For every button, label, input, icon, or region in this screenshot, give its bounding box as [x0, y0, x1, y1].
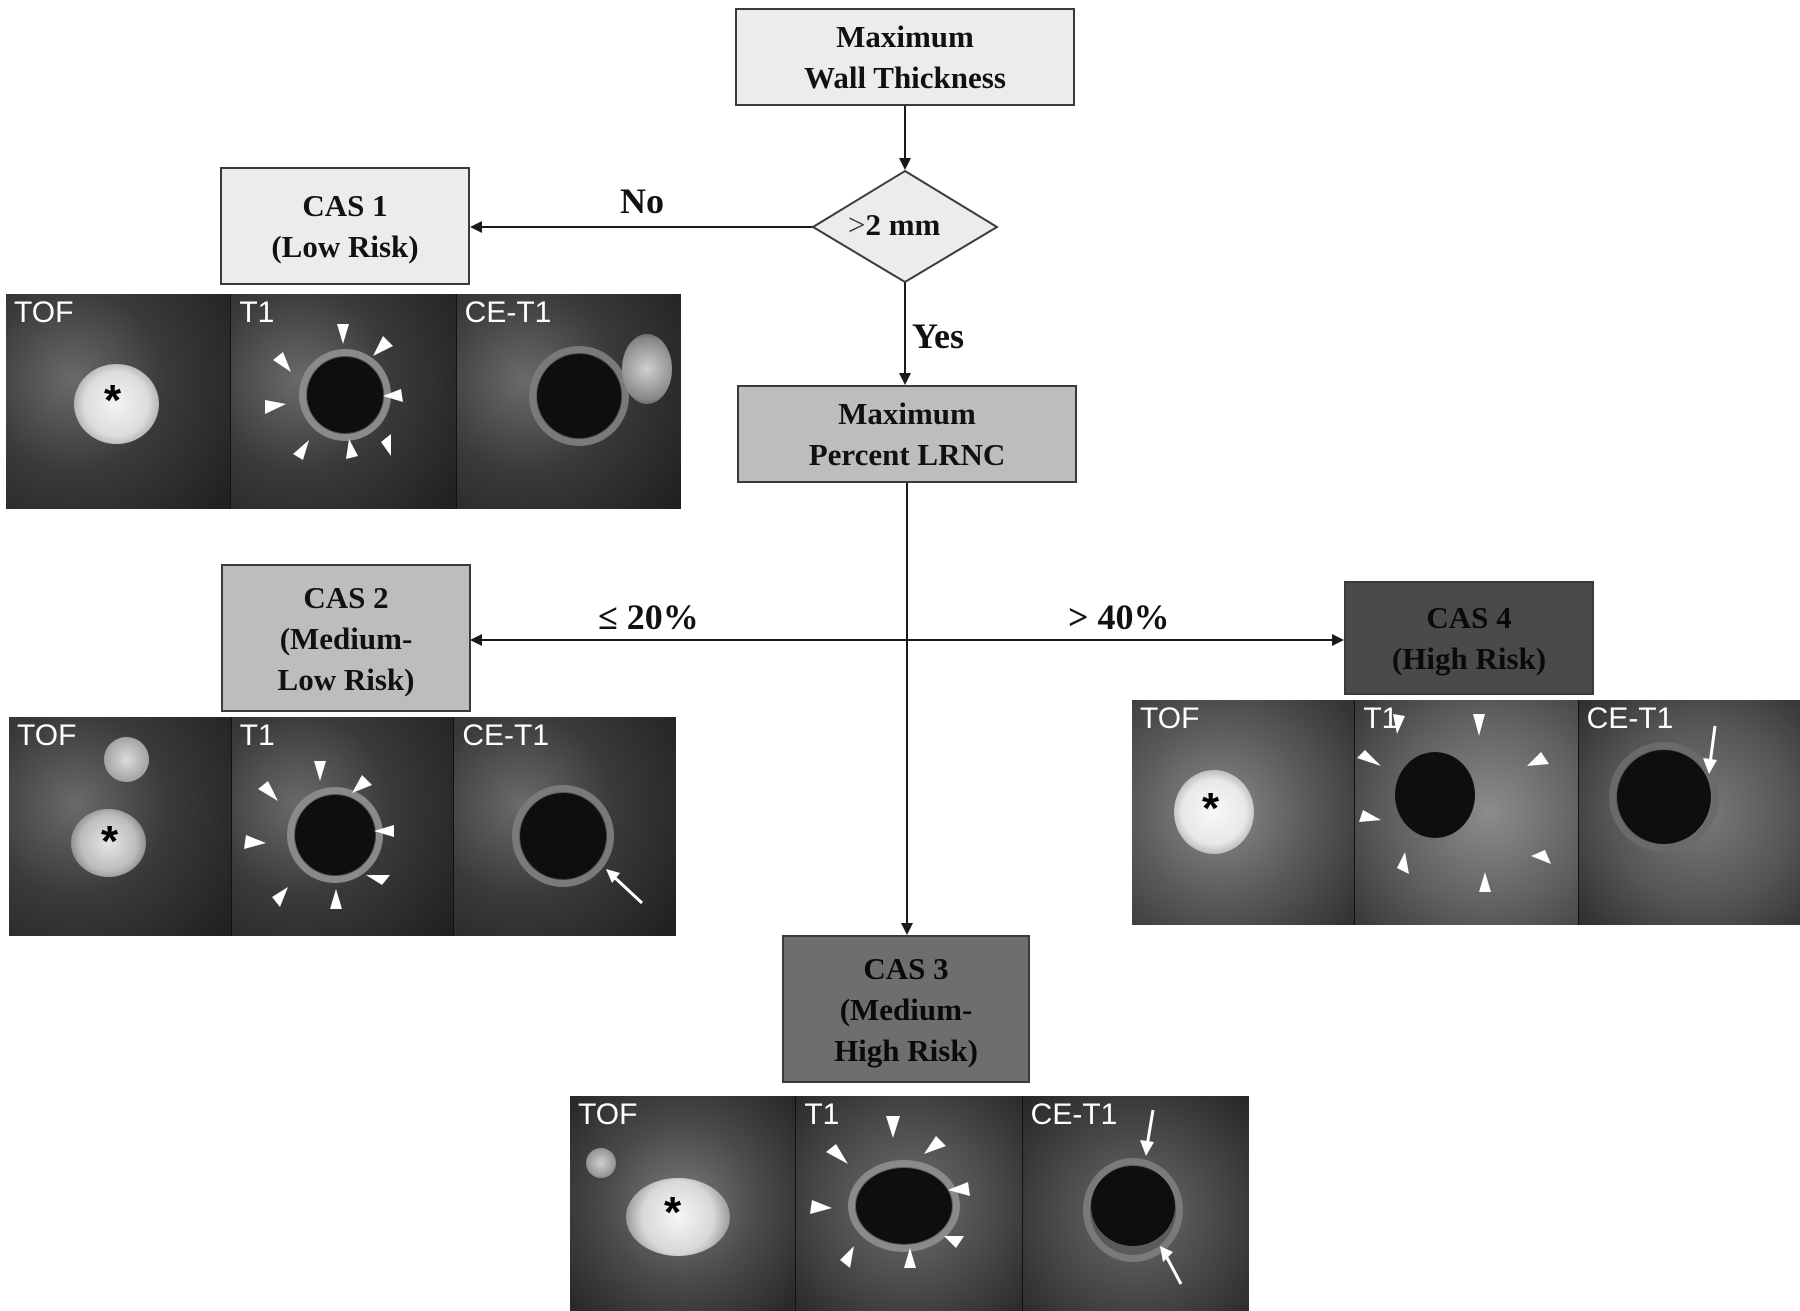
vessel-lumen — [1616, 750, 1711, 844]
vessel-wall — [528, 346, 629, 446]
mri-panel-t1: T1 — [1354, 700, 1578, 925]
node-text: (Low Risk) — [271, 229, 419, 264]
node-text: High Risk) — [834, 1032, 978, 1068]
panel-label-t1: T1 — [239, 296, 275, 329]
edge-label-yes: Yes — [912, 316, 964, 356]
vessel-lumen — [1395, 752, 1476, 838]
mri-panel-ce-t1: CE-T1 — [453, 717, 677, 936]
node-text: CAS 3 — [863, 950, 949, 986]
node-text: (Medium- — [839, 991, 973, 1027]
arrowhead-markers — [810, 1116, 971, 1268]
bright-vessel — [104, 737, 149, 782]
panel-label-ce-t1: CE-T1 — [1030, 1098, 1118, 1131]
mri-strip-cas4: TOF * T1 CE-T1 — [1132, 700, 1800, 925]
vessel-wall — [286, 787, 383, 883]
panel-label-tof: TOF — [17, 719, 77, 752]
node-text: (High Risk) — [1391, 641, 1547, 676]
bright-vessel — [621, 334, 672, 404]
arrow-markers — [1702, 725, 1717, 774]
node-text: Percent LRNC — [808, 437, 1006, 472]
vessel-lumen — [536, 354, 621, 438]
asterisk-marker: * — [101, 817, 119, 866]
vessel-wall — [848, 1160, 961, 1252]
node-cas1: CAS 1 (Low Risk) — [220, 167, 470, 285]
asterisk-marker: * — [1202, 784, 1220, 833]
mri-panel-t1: T1 — [230, 294, 456, 509]
vessel-wall — [1608, 742, 1719, 852]
panel-label-ce-t1: CE-T1 — [462, 719, 550, 752]
arrowhead-markers — [243, 761, 394, 909]
mri-panel-ce-t1: CE-T1 — [455, 294, 681, 509]
mri-panel-ce-t1: CE-T1 — [1021, 1096, 1249, 1311]
decision-label: >2 mm — [848, 207, 940, 243]
arrowhead-markers — [265, 324, 404, 460]
mri-panel-tof: TOF * — [9, 717, 231, 936]
asterisk-marker: * — [104, 376, 122, 425]
node-text: Low Risk) — [277, 661, 415, 697]
node-text: (Medium- — [279, 620, 413, 656]
mri-strip-cas3: TOF * T1 CE-T1 — [570, 1096, 1249, 1311]
panel-label-t1: T1 — [239, 719, 275, 752]
mri-panel-tof: TOF * — [570, 1096, 796, 1311]
panel-label-ce-t1: CE-T1 — [1586, 702, 1674, 735]
node-max-percent-lrnc: Maximum Percent LRNC — [737, 385, 1077, 483]
node-text: CAS 1 — [302, 188, 388, 223]
panel-label-tof: TOF — [1140, 702, 1200, 735]
vessel-wall — [512, 785, 615, 887]
mri-strip-cas1: TOF * T1 CE-T1 — [6, 294, 681, 509]
decision-diamond — [811, 169, 999, 284]
mri-panel-t1: T1 — [795, 1096, 1022, 1311]
vessel-lumen — [307, 357, 384, 433]
mri-strip-cas2: TOF * T1 CE-T1 — [9, 717, 677, 936]
mri-panel-ce-t1: CE-T1 — [1577, 700, 1800, 925]
panel-label-t1: T1 — [804, 1098, 840, 1131]
vessel-lumen — [520, 793, 607, 879]
arrow-markers — [606, 869, 644, 905]
bright-lumen — [1174, 770, 1254, 854]
vessel-lumen — [294, 795, 375, 875]
node-text: CAS 2 — [303, 579, 389, 615]
mri-panel-tof: TOF * — [6, 294, 231, 509]
asterisk-marker: * — [664, 1188, 682, 1237]
vessel-lumen — [1090, 1166, 1175, 1246]
node-text: Maximum — [838, 396, 976, 431]
panel-label-ce-t1: CE-T1 — [464, 296, 552, 329]
node-cas3: CAS 3 (Medium- High Risk) — [782, 935, 1030, 1083]
bright-lumen — [74, 364, 159, 444]
node-cas4: CAS 4 (High Risk) — [1344, 581, 1594, 695]
edge-label-no: No — [620, 181, 664, 221]
arrowhead-markers — [1357, 714, 1552, 892]
arrow-markers — [1139, 1109, 1182, 1285]
node-cas2: CAS 2 (Medium- Low Risk) — [221, 564, 471, 712]
decision-value: 2 mm — [865, 207, 941, 242]
vessel-lumen — [856, 1168, 953, 1244]
panel-label-t1: T1 — [1363, 702, 1399, 735]
mri-panel-tof: TOF * — [1132, 700, 1355, 925]
node-text: CAS 4 — [1426, 600, 1512, 635]
edge-label-gt40: > 40% — [1068, 597, 1170, 637]
bright-lumen — [626, 1178, 730, 1256]
mri-panel-t1: T1 — [230, 717, 454, 936]
bright-lumen — [71, 809, 146, 877]
node-max-wall-thickness: Maximum Wall Thickness — [735, 8, 1075, 106]
panel-label-tof: TOF — [14, 296, 74, 329]
panel-label-tof: TOF — [578, 1098, 638, 1131]
decision-symbol: > — [848, 207, 866, 242]
edge-label-le20: ≤ 20% — [598, 597, 699, 637]
vessel-wall — [1082, 1158, 1183, 1262]
bright-vessel — [586, 1148, 616, 1178]
node-text: Maximum — [836, 19, 974, 54]
node-text: Wall Thickness — [804, 60, 1006, 95]
